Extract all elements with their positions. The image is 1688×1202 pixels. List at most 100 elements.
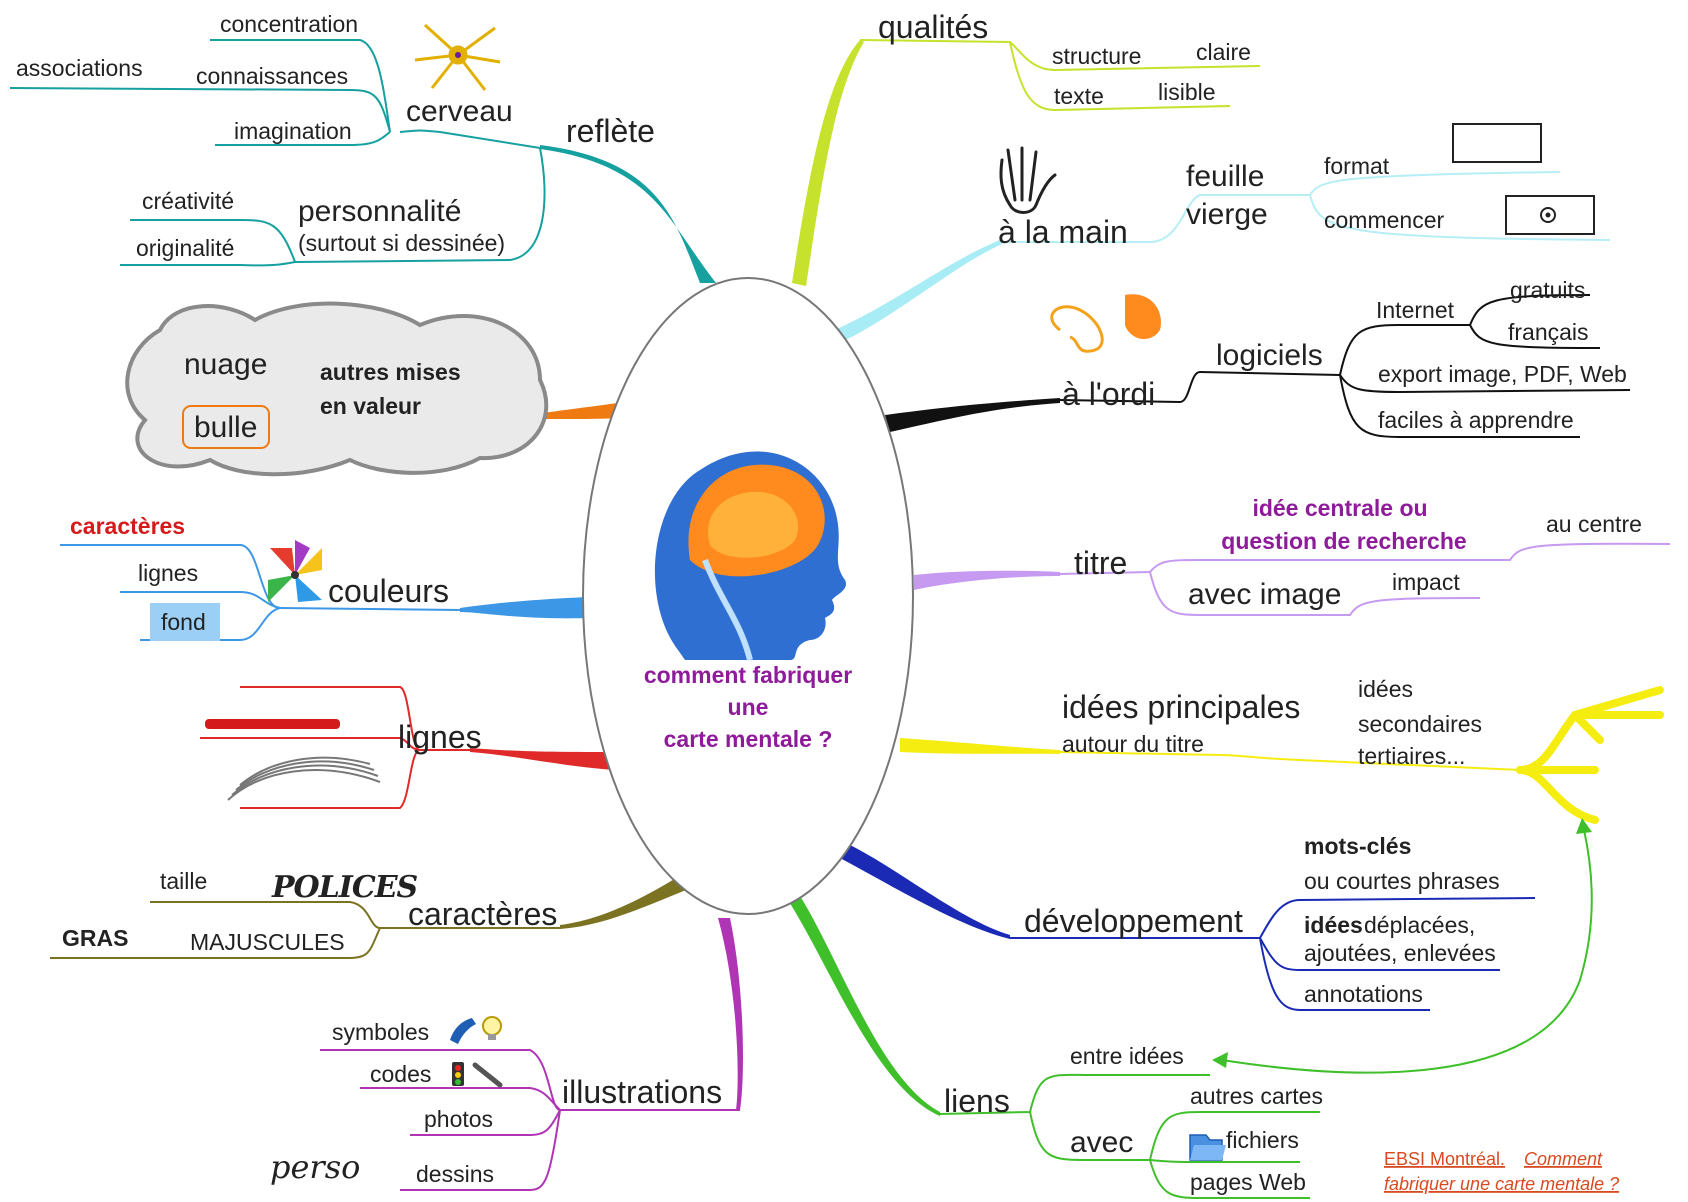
autres-cartes-label: autres cartes xyxy=(1190,1083,1323,1109)
credit-title-line-2[interactable]: fabriquer une carte mentale ? xyxy=(1384,1174,1619,1194)
pages-web-label: pages Web xyxy=(1190,1169,1306,1195)
couleurs-fond: fond xyxy=(161,609,206,635)
red-line-sample xyxy=(205,719,340,729)
creativite-label: créativité xyxy=(142,188,234,214)
couleurs-caracteres: caractères xyxy=(70,513,185,539)
taille-label: taille xyxy=(160,868,207,894)
format-rectangle xyxy=(1452,123,1542,163)
perso-label: perso xyxy=(270,1148,360,1186)
a-l-ordi-title: à l'ordi xyxy=(1062,376,1155,412)
mises-title-line-2: en valeur xyxy=(320,393,421,419)
branch-qualites: qualités structure claire texte lisible xyxy=(878,9,1251,109)
connaissances-label: connaissances xyxy=(196,63,348,89)
nuage-label: nuage xyxy=(184,348,267,381)
idee-centrale-line-1: idée centrale ou xyxy=(1252,495,1427,521)
lignes-title: lignes xyxy=(398,719,482,755)
lisible-label: lisible xyxy=(1158,79,1216,105)
avec-label: avec xyxy=(1070,1126,1133,1159)
reflete-title: reflète xyxy=(566,113,655,149)
fond-highlight xyxy=(150,603,220,641)
polices-label: POLICES xyxy=(271,870,418,905)
originalite-label: originalité xyxy=(136,235,234,261)
branch-trunks xyxy=(460,40,1060,1116)
branch-lignes: lignes xyxy=(205,719,482,801)
developpement-title: développement xyxy=(1024,903,1243,939)
feuille-label: feuille xyxy=(1186,160,1264,193)
symboles-label: symboles xyxy=(332,1019,429,1045)
faciles-label: faciles à apprendre xyxy=(1378,407,1574,433)
branch-titre: titre idée centrale ou question de reche… xyxy=(1074,495,1642,611)
claire-label: claire xyxy=(1196,39,1251,65)
spiral-line-sample xyxy=(227,756,381,801)
export-label: export image, PDF, Web xyxy=(1378,361,1627,387)
branch-illustrations: illustrations symboles codes photos dess… xyxy=(270,1016,722,1187)
format-label: format xyxy=(1324,153,1390,179)
couleurs-title: couleurs xyxy=(328,573,449,609)
autour-du-titre-label: autour du titre xyxy=(1062,731,1204,757)
lightbulb-icon xyxy=(482,1016,502,1040)
qualites-title: qualités xyxy=(878,9,988,45)
texte-label: texte xyxy=(1054,83,1104,109)
internet-label: Internet xyxy=(1376,297,1455,323)
codes-label: codes xyxy=(370,1061,431,1087)
bulle-box xyxy=(182,405,270,449)
center-title-line-1: comment fabriquer xyxy=(644,662,852,688)
personnalite-label: personnalité xyxy=(298,195,461,228)
gras-label: GRAS xyxy=(62,925,128,951)
vierge-label: vierge xyxy=(1186,198,1268,231)
entre-idees-label: entre idées xyxy=(1070,1043,1184,1069)
illustrations-title: illustrations xyxy=(562,1074,722,1110)
a-la-main-title: à la main xyxy=(998,214,1128,250)
neuron-icon xyxy=(414,23,501,91)
mises-title-line-1: autres mises xyxy=(320,359,461,385)
idees-bold-label: idées xyxy=(1304,912,1363,938)
bulle-label: bulle xyxy=(194,411,257,444)
center-dot-icon xyxy=(1540,207,1556,223)
folder-icon xyxy=(1189,1134,1226,1161)
phone-icon xyxy=(450,1018,476,1044)
courtes-phrases-label: ou courtes phrases xyxy=(1304,868,1500,894)
paperclip-icon xyxy=(472,1062,503,1088)
branching-fork-icon xyxy=(1516,686,1664,824)
avec-image-label: avec image xyxy=(1188,578,1341,611)
credit-title-line-1[interactable]: Comment xyxy=(1524,1149,1603,1169)
pinwheel-icon xyxy=(268,540,322,602)
fichiers-label: fichiers xyxy=(1226,1127,1299,1153)
branch-idees-principales: idées principales autour du titre idées … xyxy=(1062,676,1664,824)
branch-developpement: développement mots-clés ou courtes phras… xyxy=(1024,833,1500,1007)
branch-mises-en-valeur: autres mises en valeur nuage bulle xyxy=(125,301,549,477)
couleurs-lignes: lignes xyxy=(138,560,198,586)
brain-head-illustration xyxy=(654,451,847,661)
francais-label: français xyxy=(1508,319,1589,345)
majuscules-label: MAJUSCULES xyxy=(190,929,345,955)
branch-liens: liens entre idées avec autres cartes fic… xyxy=(944,818,1593,1195)
personnalite-note: (surtout si dessinée) xyxy=(298,230,505,256)
liens-title: liens xyxy=(944,1083,1010,1119)
branch-a-la-main: à la main feuille vierge format commence… xyxy=(998,123,1595,250)
deplacees-label: déplacées, xyxy=(1364,912,1475,938)
ajoutees-label: ajoutées, enlevées xyxy=(1304,940,1496,966)
branch-caracteres: caractères taille POLICES GRAS MAJUSCULE… xyxy=(62,868,557,955)
idee-centrale-line-2: question de recherche xyxy=(1221,528,1466,554)
gratuits-label: gratuits xyxy=(1510,277,1585,303)
credit-author: EBSI Montréal. xyxy=(1384,1149,1505,1169)
associations-label: associations xyxy=(16,55,143,81)
branch-reflete: reflète cerveau concentration associatio… xyxy=(16,11,655,261)
photos-label: photos xyxy=(424,1106,493,1132)
structure-label: structure xyxy=(1052,43,1141,69)
dessins-label: dessins xyxy=(416,1161,494,1187)
credit: EBSI Montréal. Comment fabriquer une car… xyxy=(1384,1149,1619,1194)
center-title-line-2: une xyxy=(728,694,769,720)
tertiaires-label: tertiaires... xyxy=(1358,743,1465,769)
traffic-light-icon xyxy=(452,1062,464,1086)
connectors xyxy=(9,39,1671,1199)
hand-icon xyxy=(999,146,1057,214)
imagination-label: imagination xyxy=(234,118,352,144)
cerveau-label: cerveau xyxy=(406,95,513,128)
impact-label: impact xyxy=(1392,569,1460,595)
double-arrow-connector xyxy=(1212,818,1593,1074)
commencer-label: commencer xyxy=(1324,207,1444,233)
branch-a-l-ordi: à l'ordi logiciels Internet gratuits fra… xyxy=(1050,277,1627,433)
